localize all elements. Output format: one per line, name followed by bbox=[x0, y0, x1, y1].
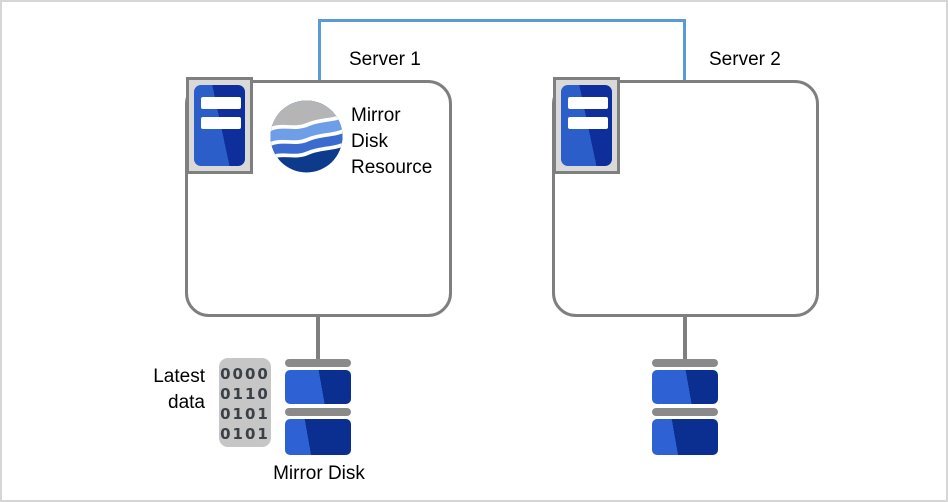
server2-chassis-icon bbox=[553, 77, 620, 174]
mirror-disk1-icon bbox=[285, 359, 351, 455]
disk-platter bbox=[652, 419, 718, 455]
binary-row: 0101 bbox=[220, 405, 270, 423]
mirror-disk2-icon bbox=[652, 359, 718, 455]
disk-platter bbox=[285, 419, 351, 455]
tower-slot-icon bbox=[201, 97, 241, 109]
tower-slot-icon bbox=[568, 97, 608, 109]
resource-label-line: Mirror bbox=[351, 105, 401, 126]
server-tower-icon bbox=[194, 85, 245, 166]
latest-data-label-line: data bbox=[168, 392, 205, 413]
mirror-disk-label: Mirror Disk bbox=[273, 463, 365, 484]
server-interconnect-line bbox=[318, 19, 686, 81]
mirror-disk-resource-label: Mirror Disk Resource bbox=[351, 103, 432, 181]
server2-label: Server 2 bbox=[709, 49, 781, 70]
resource-label-line: Disk bbox=[351, 131, 388, 152]
latest-data-label: Latest data bbox=[120, 364, 205, 416]
binary-row: 0101 bbox=[220, 425, 270, 443]
disk-platter bbox=[652, 370, 718, 404]
disk-bar bbox=[652, 359, 718, 367]
server1-chassis-icon bbox=[186, 77, 253, 174]
server1-label: Server 1 bbox=[349, 49, 421, 70]
resource-label-line: Resource bbox=[351, 157, 433, 178]
tower-slot-icon bbox=[568, 117, 608, 129]
binary-data-icon: 0000 0110 0101 0101 bbox=[219, 358, 271, 447]
binary-row: 0110 bbox=[220, 385, 270, 403]
disk-bar bbox=[652, 408, 718, 416]
disk-platter bbox=[285, 370, 351, 404]
disk-bar bbox=[285, 359, 351, 367]
server1-disk-connector-line bbox=[316, 314, 320, 361]
tower-slot-icon bbox=[201, 117, 241, 129]
disk-bar bbox=[285, 408, 351, 416]
server-tower-icon bbox=[561, 85, 612, 166]
mirror-disk-resource-icon bbox=[270, 100, 343, 173]
binary-row: 0000 bbox=[220, 365, 270, 383]
server2-disk-connector-line bbox=[683, 314, 687, 361]
latest-data-label-line: Latest bbox=[153, 366, 205, 387]
